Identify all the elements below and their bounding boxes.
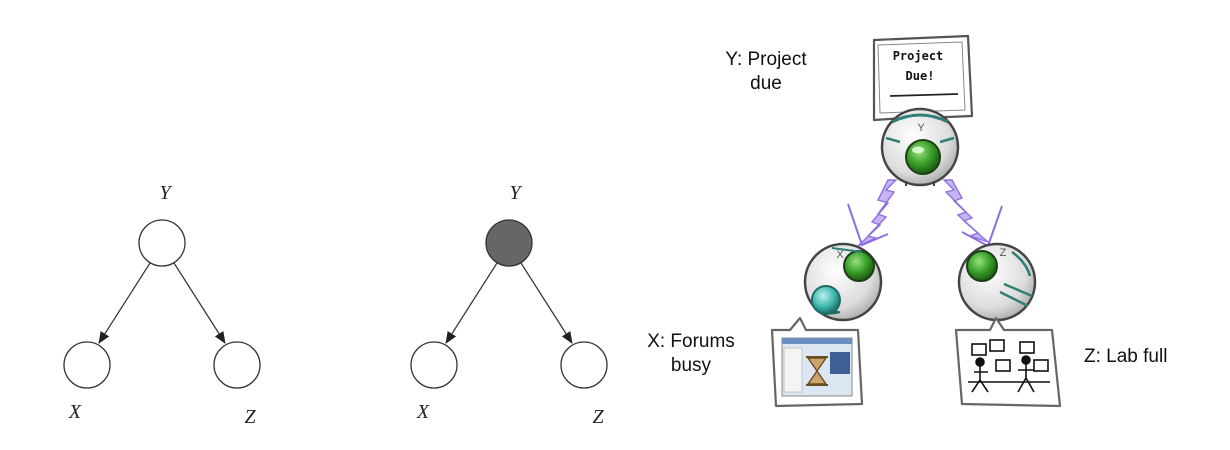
middle-node-x xyxy=(410,341,458,389)
robot-z: Z xyxy=(957,242,1037,322)
caption-y-project-due: Y: Project due xyxy=(725,49,807,94)
robot-x: X xyxy=(803,242,883,322)
lightning-bolt-right xyxy=(942,179,1003,248)
left-bayes-net: Y X Z xyxy=(63,182,261,428)
lightning-bolt-left xyxy=(847,179,898,247)
middle-node-y-observed xyxy=(485,219,533,267)
robot-z-eye xyxy=(966,250,998,282)
middle-node-z xyxy=(560,341,608,389)
lab-people-icon xyxy=(968,339,1050,393)
middle-node-label-z: Z xyxy=(592,406,604,428)
middle-node-label-y: Y xyxy=(509,182,522,204)
robot-y-eye xyxy=(905,139,941,175)
forums-busy-panel xyxy=(770,316,864,408)
robot-z-letter: Z xyxy=(1000,247,1007,259)
middle-bayes-net: Y X Z xyxy=(410,182,608,428)
left-node-z xyxy=(213,341,261,389)
left-edge-y-z xyxy=(173,262,226,344)
robot-x-eye xyxy=(843,250,875,282)
middle-edge-y-x xyxy=(445,262,498,344)
cartoon-illustration: Project Due! Y xyxy=(770,34,1062,408)
left-edge-y-x xyxy=(98,262,151,344)
robot-x-letter: X xyxy=(836,249,844,261)
robot-y-letter: Y xyxy=(917,122,925,134)
robot-y: Y xyxy=(880,107,960,187)
left-node-label-x: X xyxy=(68,401,82,423)
caption-x-forums-busy: X: Forums busy xyxy=(647,331,735,376)
left-node-x xyxy=(63,341,111,389)
caption-z-lab-full: Z: Lab full xyxy=(1084,346,1168,367)
note-line-2: Due! xyxy=(906,69,935,83)
left-node-label-z: Z xyxy=(244,406,256,428)
left-node-y xyxy=(138,219,186,267)
middle-edge-y-z xyxy=(520,262,573,344)
middle-node-label-x: X xyxy=(416,401,430,423)
left-node-label-y: Y xyxy=(159,182,172,204)
note-line-1: Project xyxy=(893,49,944,63)
lab-full-panel xyxy=(954,316,1062,408)
